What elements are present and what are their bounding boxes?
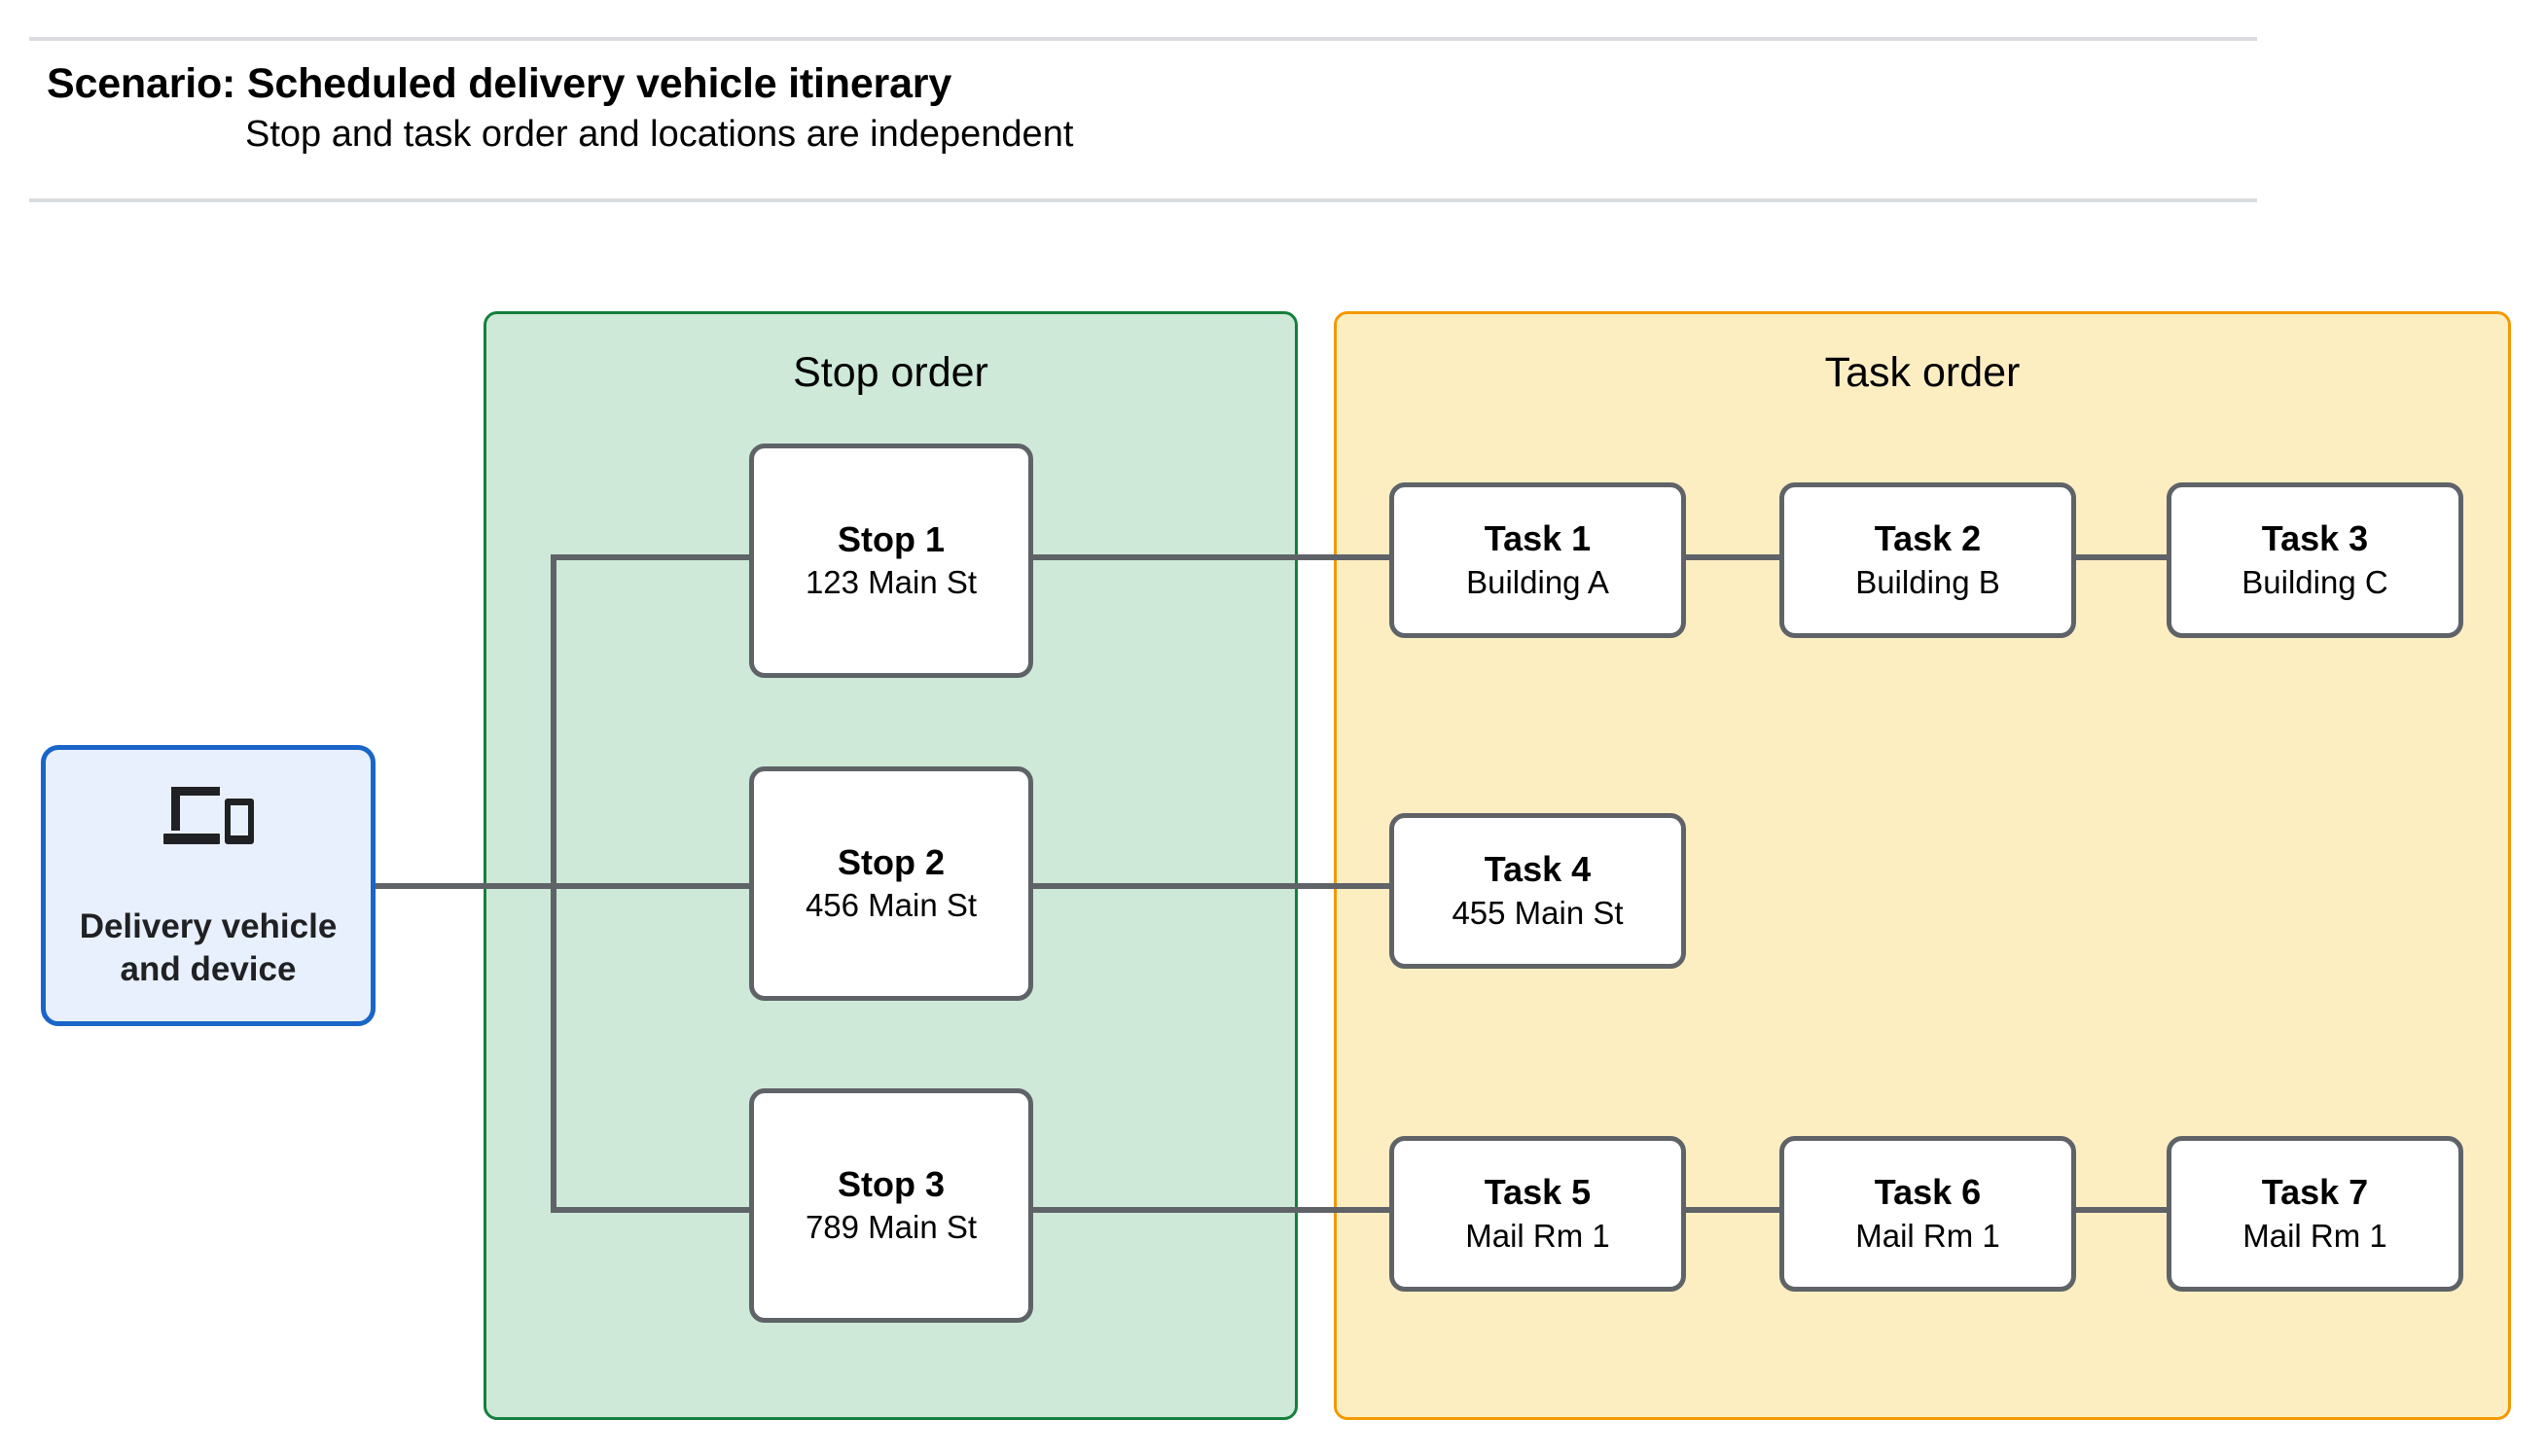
task-node[interactable]: Task 2 Building B — [1779, 482, 2076, 638]
stop-node-subtitle: 789 Main St — [805, 1209, 978, 1246]
stop-node-subtitle: 456 Main St — [805, 887, 978, 924]
stop-node-subtitle: 123 Main St — [805, 564, 978, 601]
task-node-title: Task 3 — [2261, 518, 2369, 559]
devices-icon — [163, 786, 254, 844]
stop-order-panel-title: Stop order — [793, 349, 988, 396]
task-node[interactable]: Task 5 Mail Rm 1 — [1389, 1136, 1686, 1292]
task-order-panel-title: Task order — [1824, 349, 2021, 396]
task-node[interactable]: Task 1 Building A — [1389, 482, 1686, 638]
page-subtitle: Stop and task order and locations are in… — [245, 114, 1074, 155]
task-node-subtitle: Building B — [1855, 563, 2000, 600]
task-node-title: Task 2 — [1874, 518, 1982, 559]
stop-node-title: Stop 3 — [837, 1163, 945, 1204]
task-node-subtitle: 455 Main St — [1452, 894, 1624, 931]
task-node-subtitle: Building C — [2241, 563, 2388, 600]
task-node-subtitle: Building A — [1466, 563, 1609, 600]
stop-node[interactable]: Stop 1 123 Main St — [749, 444, 1033, 678]
task-node-subtitle: Mail Rm 1 — [1465, 1217, 1610, 1254]
task-node[interactable]: Task 6 Mail Rm 1 — [1779, 1136, 2076, 1292]
task-node[interactable]: Task 7 Mail Rm 1 — [2167, 1136, 2463, 1292]
header-divider-top — [29, 37, 2257, 41]
task-node-title: Task 1 — [1484, 518, 1592, 559]
stop-node[interactable]: Stop 3 789 Main St — [749, 1088, 1033, 1323]
stop-node-title: Stop 1 — [837, 518, 945, 559]
stop-node[interactable]: Stop 2 456 Main St — [749, 766, 1033, 1001]
header-divider-bottom — [29, 198, 2257, 202]
delivery-vehicle-node[interactable]: Delivery vehicle and device — [41, 745, 376, 1026]
task-node-subtitle: Mail Rm 1 — [1855, 1217, 2000, 1254]
task-node-title: Task 4 — [1484, 849, 1592, 890]
delivery-vehicle-label: Delivery vehicle and device — [79, 906, 338, 988]
task-node-title: Task 6 — [1874, 1172, 1982, 1213]
task-node[interactable]: Task 4 455 Main St — [1389, 813, 1686, 969]
page-title: Scenario: Scheduled delivery vehicle iti… — [47, 60, 952, 107]
task-node[interactable]: Task 3 Building C — [2167, 482, 2463, 638]
task-node-subtitle: Mail Rm 1 — [2242, 1217, 2387, 1254]
stop-node-title: Stop 2 — [837, 841, 945, 882]
task-node-title: Task 7 — [2261, 1172, 2369, 1213]
task-node-title: Task 5 — [1484, 1172, 1592, 1213]
